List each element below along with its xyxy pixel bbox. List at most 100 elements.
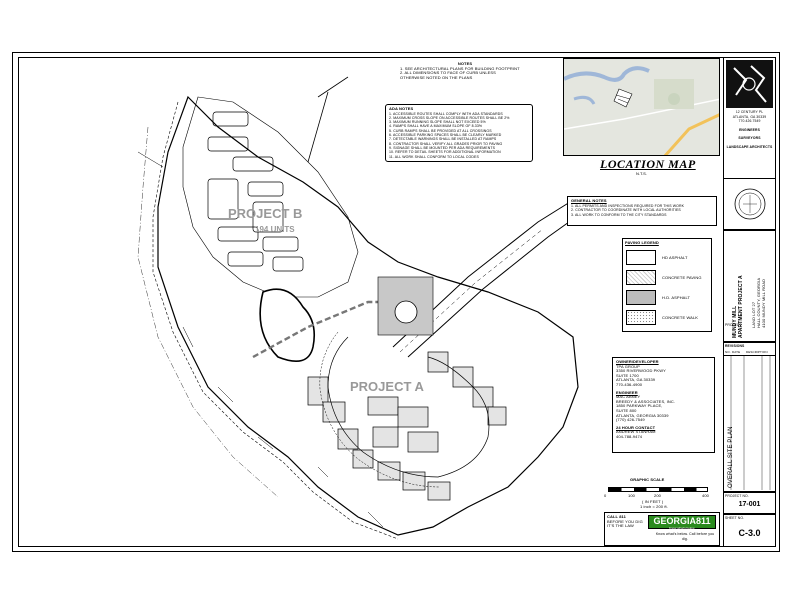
offset-line [152,101,399,540]
georgia811-logo-text: GEORGIA811 [653,516,711,526]
ada-notes-box: ADA NOTES 1. ACCESSIBLE ROUTES SHALL COM… [385,104,533,162]
engineer-line: MAC ABNEY [616,394,641,400]
scale-tick: 100 [628,493,635,498]
top-notes-line: 2. ALL DIMENSIONS TO FACE OF CURB UNLESS [400,70,496,76]
project-location-vertical: LAND LOT 27 HALL COUNTY, GEORGIA 4100 MU… [751,278,766,328]
engineer-line: ATLANTA, GEORGIA 30339 [616,412,669,418]
general-note-line: 1. ALL PERMITS AND INSPECTIONS REQUIRED … [571,203,685,208]
project-a-buildings [307,351,507,501]
top-notes-line: 1. SEE ARCHITECTURAL PLANS FOR BUILDING … [400,65,520,71]
graphic-scale-title: GRAPHIC SCALE [630,477,665,482]
georgia811-logo-sub: Know what's below. [668,526,696,530]
ada-notes-title: ADA NOTES [389,106,414,111]
sheet-no: C-3.0 [738,528,761,538]
firm-line: SURVEYORS [738,136,761,141]
location-map-scale: N.T.S. [636,171,647,176]
connector-path [252,300,418,359]
legend-swatch-hd-asphalt [626,250,656,265]
location-map-image[interactable] [563,58,720,156]
scale-unit-line: 1 inch = 200 ft. [640,504,668,509]
scale-unit-line: ( IN FEET ) [642,499,664,504]
legend-label: H.D. ASPHALT [662,295,691,300]
call-line: CALL 811 [607,514,626,519]
firm-line: LANDSCAPE ARCHITECTS [726,144,773,149]
owner-engineer-box: OWNER/DEVELOPER TPA GROUP 3350 RIVERWOOD… [612,357,715,453]
project-b-parking-loop [182,96,359,298]
project-label: PROJECT [725,323,742,327]
georgia811-note: Know what's below. Call before you dig. [655,532,715,541]
general-notes-title: GENERAL NOTES [571,198,607,203]
firm-logo [726,60,773,108]
revision-grid [730,356,771,490]
legend-swatch-concrete-walk [626,310,656,325]
ada-note-line: 11. ALL WORK SHALL CONFORM TO LOCAL CODE… [389,154,479,159]
call-line: BEFORE YOU DIG [607,518,643,524]
owner-title: OWNER/DEVELOPER [616,359,659,364]
project-a-label: PROJECT A [350,379,424,394]
contact-title: 24 HOUR CONTACT [616,424,656,430]
engineer-line: 1850 PARKWAY PLACE, [616,403,663,409]
road-edge-2 [407,211,584,358]
contact-line: 404-788-9474 [616,433,643,439]
legend-title: PAVING LEGEND [625,240,659,245]
ada-note-line: 2. MAXIMUM CROSS SLOPE ON ACCESSIBLE ROU… [389,115,510,120]
firm-line: ATLANTA, GA 30339 [732,114,767,119]
project-b-units: 194 UNITS [255,225,295,234]
firm-line: 12 CENTURY PL [735,110,764,114]
owner-line: SUITE 1700 [616,372,639,378]
top-notes-line: OTHERWISE NOTED ON THE PLANS [400,74,473,80]
owner-line: 770-436-4900 [616,381,643,387]
ada-note-line: 9. SIGNAGE SHALL BE MOUNTED PER ADA REQU… [389,145,495,150]
location-map-graphic [564,59,719,155]
ada-note-line: 8. CONTRACTOR SHALL VERIFY ALL GRADES PR… [389,141,503,146]
project-a-drive [327,336,490,478]
call-line: IT'S THE LAW [607,523,634,529]
ada-note-line: 3. MAXIMUM RUNNING SLOPE SHALL NOT EXCEE… [389,120,486,125]
firm-info: 12 CENTURY PL ATLANTA, GA 30339 770.426.… [724,110,775,150]
sheet-no-label: SHEET NO. [725,516,745,520]
property-boundary [157,95,579,536]
site-plan-drawing[interactable] [18,57,598,547]
revisions-cell [723,342,776,492]
project-no-cell [723,492,776,514]
stream-buffer-line [137,126,279,498]
legend-swatch-hd-asphalt-2 [626,290,656,305]
sheet-border [12,52,780,552]
project-info-cell [723,230,776,342]
ada-note-line: 4. RAMPS SHALL HAVE A MAXIMUM SLOPE OF 8… [389,124,483,129]
project-no: 17-001 [738,501,761,508]
scale-tick: 0 [604,493,607,498]
scale-tick: 400 [702,493,709,498]
revision-col: NO. [725,350,731,354]
engineer-line: (770) 426-7549 [616,417,645,423]
georgia811-logo: GEORGIA811 Know what's below. [648,515,716,530]
project-b-buildings [207,111,304,272]
project-line: APARTMENT PROJECT A [738,275,744,338]
owner-line: TPA GROUP [616,363,640,369]
firm-line: ENGINEERS [739,127,760,132]
legend-swatch-concrete-paving [626,270,656,285]
legend-label: CONCRETE PAVING [662,275,702,280]
seal-cell [723,178,776,230]
owner-line: ATLANTA, GA 30339 [616,377,656,383]
engineer-line: SUITE 800 [616,407,637,413]
legend-label: HD ASPHALT [662,255,688,260]
roundabout [394,300,418,324]
top-notes-title: NOTES [457,61,473,66]
revisions-title: REVISIONS [725,344,745,348]
engineer-title: ENGINEER [616,389,638,395]
ada-note-line: 10. REFER TO DETAIL SHEETS FOR ADDITIONA… [389,150,501,155]
engineer-line: BREEDY & ASSOCIATES, INC. [616,398,676,404]
pond [259,288,316,363]
general-note-line: 3. ALL WORK TO CONFORM TO THE CITY STAND… [571,212,667,217]
revision-col: DATE [732,350,741,354]
project-no-label: PROJECT NO. [725,494,749,498]
engineer-seal [734,188,766,220]
revision-col: DESCRIPTION [746,350,768,354]
ada-note-line: 7. DETECTABLE WARNINGS SHALL BE INSTALLE… [389,137,497,142]
sheet-no-cell [723,514,776,547]
sheet-title-vertical: OVERALL SITE PLAN [728,426,734,488]
top-notes: NOTES 1. SEE ARCHITECTURAL PLANS FOR BUI… [400,61,530,80]
scale-tick: 200 [654,493,661,498]
firm-line: 770.426.7549 [738,119,761,124]
